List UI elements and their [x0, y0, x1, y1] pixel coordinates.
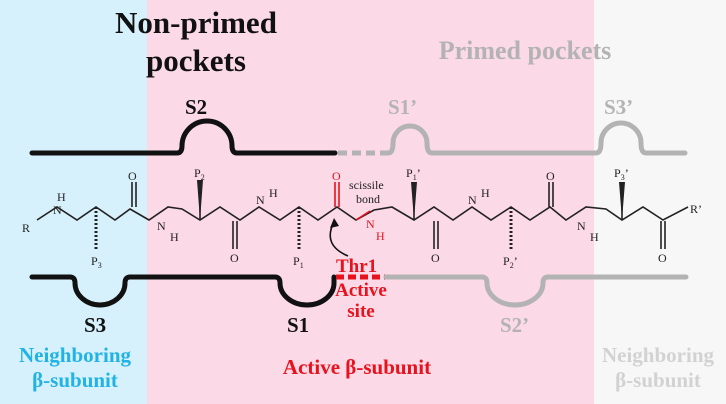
scissile-nh-n-label: N: [366, 217, 375, 231]
primed-pockets-title: Primed pockets: [438, 36, 612, 65]
r-group-label: R: [22, 221, 30, 235]
nh-n-label-2: N: [157, 219, 166, 233]
pocket-s2-prime-label: S2’: [500, 313, 530, 337]
pocket-s3-label: S3: [84, 313, 107, 337]
nh-h-label-3: H: [269, 186, 278, 200]
wedge-p2: [197, 180, 203, 220]
pocket-s3-prime-label: S3’: [604, 95, 634, 119]
oxygen-label-4: O: [546, 169, 555, 183]
oxygen-label-5: O: [658, 251, 667, 265]
nh-h-label-5: H: [590, 230, 599, 244]
p3-label: P3: [91, 254, 102, 270]
scissile-carbonyl: [334, 182, 371, 221]
pocket-s2-label: S2: [185, 95, 208, 119]
scissile-bond-label: scissile bond: [349, 178, 387, 206]
bottom-pocket-line-nonprimed: [29, 274, 337, 308]
top-pocket-line-primed: [385, 120, 688, 156]
wedge-p3p: [619, 182, 625, 220]
pocket-s1-prime-label: S1’: [388, 95, 418, 119]
top-pocket-line-nonprimed: [29, 118, 338, 156]
nh-n-label-3: N: [256, 193, 265, 207]
neighboring-subunit-right-region: [594, 0, 726, 404]
oxygen-label-2: O: [230, 251, 239, 265]
carbonyl-groups: [131, 182, 666, 249]
nh-h-label-1: H: [57, 190, 66, 204]
nh-n-label-1: N: [53, 203, 62, 217]
neighboring-subunit-left-region: [0, 0, 147, 404]
oxygen-label-3: O: [431, 251, 440, 265]
scissile-oxygen-label: O: [332, 169, 341, 183]
p1-label: P1: [293, 254, 304, 270]
p2-label: P2: [194, 166, 205, 182]
p1-prime-label: P1’: [406, 166, 421, 182]
wedge-p1p: [411, 182, 417, 220]
arrow-head: [330, 218, 339, 228]
p2-prime-label: P2’: [503, 254, 518, 270]
peptide-backbone: [36, 206, 689, 221]
nh-h-label-4: H: [481, 186, 490, 200]
active-subunit-region: [147, 0, 594, 404]
bottom-pocket-line-primed: [383, 274, 689, 308]
pocket-s1-label: S1: [287, 313, 310, 337]
oxygen-label-1: O: [128, 169, 137, 183]
scissile-nh-h-label: H: [376, 229, 385, 243]
nh-n-label-5: N: [577, 219, 586, 233]
nh-h-label-2: H: [170, 230, 179, 244]
r-prime-label: R’: [690, 202, 702, 216]
p3-prime-label: P3’: [614, 166, 629, 182]
active-subunit-label: Active β-subunit: [282, 355, 432, 379]
nh-n-label-4: N: [468, 193, 477, 207]
thr1-label: Thr1: [336, 256, 378, 277]
